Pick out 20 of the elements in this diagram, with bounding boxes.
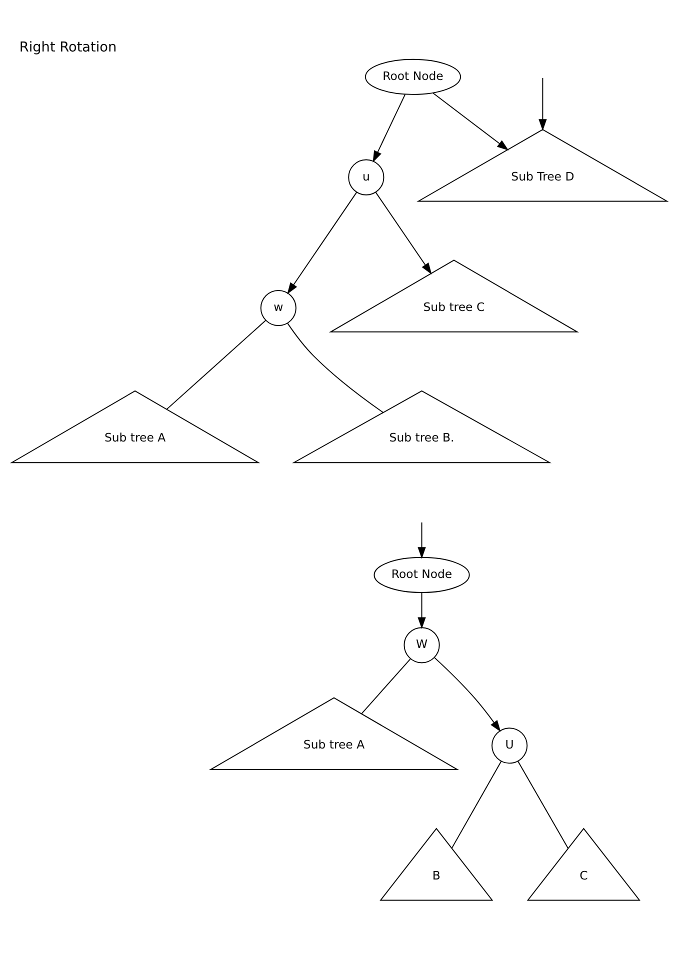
arrow xyxy=(434,656,501,732)
node-ellipse: Root Node xyxy=(364,58,462,94)
node-ellipse: Root Node xyxy=(374,556,470,592)
arrow xyxy=(432,92,509,150)
arrow xyxy=(418,592,426,628)
node-circle: u xyxy=(348,158,384,195)
connector xyxy=(287,322,384,412)
diagram-title: Right Rotation xyxy=(19,39,117,56)
connector xyxy=(517,760,569,848)
arrow xyxy=(418,521,426,558)
arrow xyxy=(538,76,547,130)
arrow xyxy=(287,191,358,294)
connector xyxy=(451,760,502,848)
arrow xyxy=(375,191,432,274)
node-circle: U xyxy=(492,727,528,764)
connector xyxy=(361,658,411,714)
arrow xyxy=(372,94,406,162)
node-circle: w xyxy=(260,289,296,326)
node-circle: W xyxy=(404,626,440,663)
connector xyxy=(166,319,266,410)
